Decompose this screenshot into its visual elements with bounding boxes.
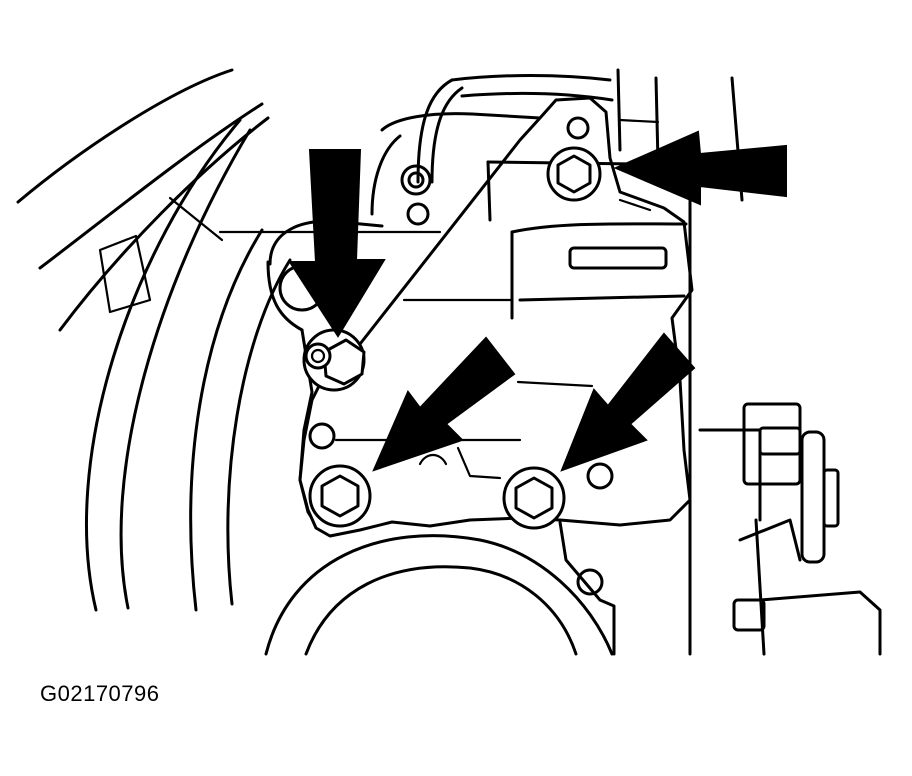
stud-nut [302, 328, 366, 392]
arrow-lower-left-bolt-icon [372, 336, 516, 472]
arrow-upper-right-bolt-icon [613, 130, 787, 206]
figure-code-label: G02170796 [40, 681, 160, 706]
left-curves [16, 68, 442, 612]
arrow-upper-left-bolt-icon [288, 149, 386, 338]
bracket-bolt-lower-right [502, 466, 566, 530]
arrow-lower-right-bolt-icon [560, 332, 696, 472]
pulley-cover [264, 520, 616, 656]
right-components [618, 198, 882, 656]
top-hose [416, 68, 744, 202]
bracket-bolt-lower-left [308, 464, 372, 528]
bracket-bolt-top [546, 146, 602, 202]
